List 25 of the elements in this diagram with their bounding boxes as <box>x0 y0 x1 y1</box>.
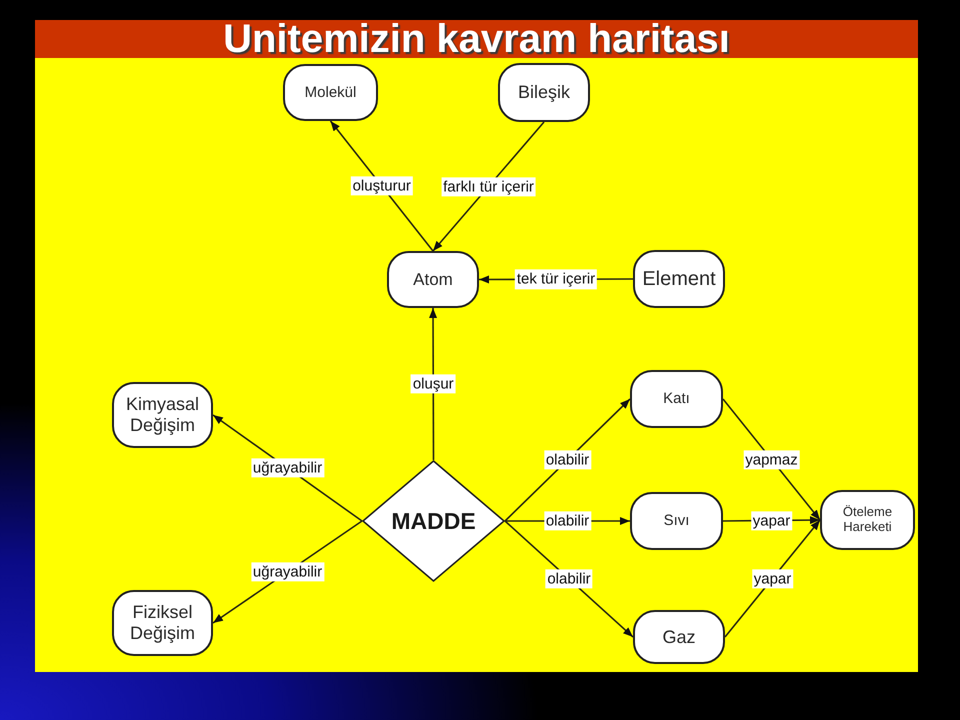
edge-label: farklı tür içerir <box>441 176 536 196</box>
concept-box: Sıvı <box>630 492 723 550</box>
edge-label: yapar <box>752 568 794 588</box>
edge-label: yapmaz <box>743 450 800 470</box>
concept-box: Öteleme Hareketi <box>820 490 915 550</box>
slide-title: Unitemizin kavram haritası <box>223 20 730 58</box>
concept-box: Atom <box>387 251 479 308</box>
edge-label: uğrayabilir <box>250 562 324 582</box>
edge-label: tek tür içerir <box>514 270 598 289</box>
concept-box: Bileşik <box>498 63 590 122</box>
concept-box: Element <box>633 250 725 308</box>
edge-label: oluşur <box>410 374 456 394</box>
concept-box: Kimyasal Değişim <box>112 382 213 448</box>
concept-box: Molekül <box>283 64 378 121</box>
concept-diamond: MADDE <box>362 460 505 582</box>
edge-label: oluşturur <box>350 176 413 196</box>
edge-label: olabilir <box>544 511 592 531</box>
edge-label: olabilir <box>545 569 593 589</box>
concept-box: Katı <box>630 370 723 428</box>
concept-box: Fiziksel Değişim <box>112 590 213 656</box>
edge-label: uğrayabilir <box>250 458 324 478</box>
edge-label: olabilir <box>544 450 592 470</box>
edge-label: yapar <box>750 510 792 530</box>
arrow <box>429 308 438 460</box>
concept-box: Gaz <box>633 610 725 664</box>
